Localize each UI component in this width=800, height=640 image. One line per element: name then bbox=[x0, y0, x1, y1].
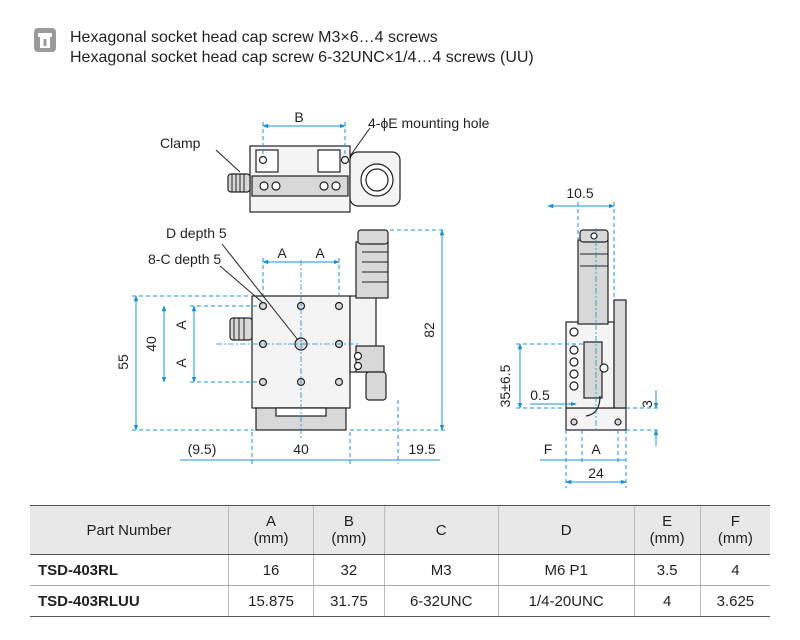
label-dim-B: B bbox=[294, 109, 303, 125]
label-dim-A-side: A bbox=[591, 441, 601, 457]
cell-E: 4 bbox=[633, 585, 701, 617]
cell-F: 4 bbox=[699, 554, 770, 586]
label-dim-3: 3 bbox=[639, 400, 655, 408]
label-clamp: Clamp bbox=[160, 135, 201, 151]
header-C: C bbox=[383, 505, 499, 555]
table-row: TSD-403RLUU 15.875 31.75 6-32UNC 1/4-20U… bbox=[30, 585, 770, 617]
header-D: D bbox=[497, 505, 635, 555]
header-E: E(mm) bbox=[633, 505, 701, 555]
label-mounting-hole: 4-ϕE mounting hole bbox=[368, 115, 490, 131]
cell-A: 15.875 bbox=[227, 585, 314, 617]
label-c-depth: 8-C depth 5 bbox=[148, 251, 221, 267]
cell-part-number: TSD-403RL bbox=[30, 554, 229, 586]
cell-B: 31.75 bbox=[313, 585, 385, 617]
cell-D: M6 P1 bbox=[497, 554, 635, 586]
label-dim-40-left: 40 bbox=[143, 336, 159, 352]
technical-drawing: B Clamp 4-ϕE mounting hole bbox=[115, 109, 660, 488]
cell-C: M3 bbox=[383, 554, 499, 586]
screw-note-icon bbox=[34, 28, 56, 52]
label-dim-0-5: 0.5 bbox=[530, 387, 550, 403]
label-dim-A-left-1: A bbox=[173, 320, 189, 330]
header-A: A(mm) bbox=[227, 505, 314, 555]
table-row: TSD-403RL 16 32 M3 M6 P1 3.5 4 bbox=[30, 554, 770, 586]
cell-part-number: TSD-403RLUU bbox=[30, 585, 229, 617]
label-dim-10-5: 10.5 bbox=[566, 185, 593, 201]
label-dim-F: F bbox=[544, 441, 553, 457]
screw-note-line-2: Hexagonal socket head cap screw 6-32UNC×… bbox=[70, 49, 534, 66]
header-B: B(mm) bbox=[313, 505, 385, 555]
label-dim-24: 24 bbox=[588, 465, 604, 481]
top-view bbox=[215, 122, 401, 213]
spec-table: Part Number A(mm) B(mm) C D E(mm) F(mm) … bbox=[30, 505, 770, 617]
header-part-number: Part Number bbox=[30, 505, 229, 555]
label-d-depth: D depth 5 bbox=[166, 225, 227, 241]
side-view bbox=[516, 202, 660, 488]
label-dim-55: 55 bbox=[115, 354, 131, 370]
label-dim-A-left-2: A bbox=[173, 358, 189, 368]
label-dim-40-bottom: 40 bbox=[293, 441, 309, 457]
screw-note-line-1: Hexagonal socket head cap screw M3×6…4 s… bbox=[70, 29, 438, 46]
cell-D: 1/4-20UNC bbox=[497, 585, 635, 617]
header-F: F(mm) bbox=[699, 505, 770, 555]
label-dim-19-5: 19.5 bbox=[408, 441, 435, 457]
cell-C: 6-32UNC bbox=[383, 585, 499, 617]
spec-table-header: Part Number A(mm) B(mm) C D E(mm) F(mm) bbox=[30, 505, 770, 555]
label-dim-9-5: (9.5) bbox=[188, 441, 217, 457]
front-view bbox=[132, 229, 446, 464]
label-dim-35: 35±6.5 bbox=[497, 364, 513, 407]
label-dim-82: 82 bbox=[421, 322, 437, 338]
cell-B: 32 bbox=[313, 554, 385, 586]
label-dim-A-top-1: A bbox=[277, 245, 287, 261]
screw-note: Hexagonal socket head cap screw M3×6…4 s… bbox=[70, 28, 534, 68]
cell-F: 3.625 bbox=[699, 585, 770, 617]
cell-A: 16 bbox=[227, 554, 314, 586]
cell-E: 3.5 bbox=[633, 554, 701, 586]
label-dim-A-top-2: A bbox=[315, 245, 325, 261]
